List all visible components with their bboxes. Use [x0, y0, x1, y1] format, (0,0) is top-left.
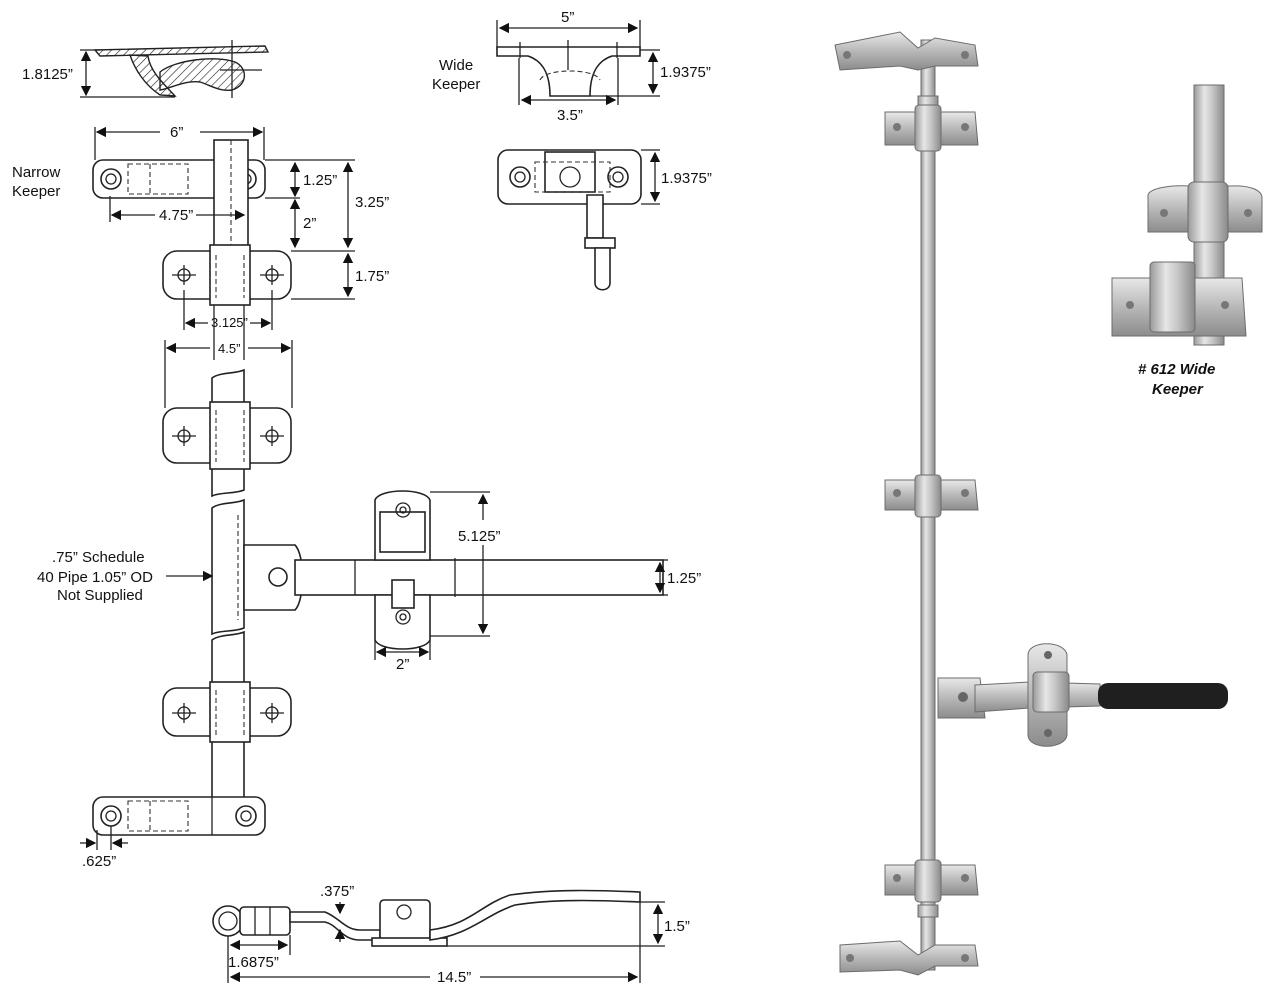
dim-narrow-width: 6”	[170, 124, 183, 141]
pipe-note-line3: Not Supplied	[57, 587, 143, 604]
cam-profile-drawing: 1.8125”	[22, 40, 270, 98]
dim-side-rise: 1.5”	[664, 918, 690, 935]
narrow-keeper-label-line1: Narrow	[12, 164, 61, 181]
photo-caption-line1: # 612 Wide	[1138, 361, 1215, 378]
dim-narrow-tab: 1.25”	[303, 172, 337, 189]
wide-keeper-label-line1: Wide	[439, 57, 473, 74]
dim-guide-width: 4.5”	[218, 341, 240, 356]
dim-handle-bracket-height: 5.125”	[458, 528, 501, 545]
upper-guide-drawing: 1.75” 3.125”	[162, 244, 389, 360]
wide-keeper-photo: # 612 Wide Keeper	[1111, 84, 1263, 398]
dim-narrow-holes: 4.75”	[159, 207, 193, 224]
middle-guide-drawing: 4.5”	[162, 340, 293, 498]
narrow-keeper-label-line2: Keeper	[12, 183, 60, 200]
handle-assembly-drawing: 5.125” 1.25” 2” .75” Schedule 40 Pipe 1.…	[37, 490, 701, 673]
dim-end-offset: .625”	[82, 853, 116, 870]
wide-keeper-label-line2: Keeper	[432, 76, 480, 93]
dim-narrow-total: 3.25”	[355, 194, 389, 211]
pipe-note-line2: 40 Pipe 1.05” OD	[37, 569, 153, 586]
wide-keeper-plan-drawing: 1.9375”	[497, 149, 712, 291]
dim-guide-holes: 3.125”	[211, 315, 248, 330]
dim-wide-base: 3.5”	[557, 107, 583, 124]
side-view-drawing: .375” 1.5” 1.6875” 14.5”	[212, 883, 690, 983]
lower-guide-drawing: .625”	[80, 630, 292, 870]
dim-handle-width: 1.25”	[667, 570, 701, 587]
dim-overall-length: 14.5”	[437, 969, 471, 983]
dim-profile-height: 1.8125”	[22, 66, 73, 83]
pipe-note-line1: .75” Schedule	[52, 549, 145, 566]
dim-guide-height: 1.75”	[355, 268, 389, 285]
dim-side-offset: .375”	[320, 883, 354, 900]
dim-handle-bracket-width: 2”	[396, 656, 409, 673]
dim-wide-height: 1.9375”	[660, 64, 711, 81]
narrow-keeper-drawing: Narrow Keeper 6” 4.75” 1.25” 2” 3.25”	[12, 124, 389, 253]
dim-wide-plan-height: 1.9375”	[661, 170, 712, 187]
dim-wide-width: 5”	[561, 9, 574, 26]
lock-assembly-photo	[834, 31, 1228, 976]
dim-side-pivot: 1.6875”	[228, 954, 279, 971]
dim-narrow-offset: 2”	[303, 215, 316, 232]
wide-keeper-drawing: Wide Keeper 5” 1.9375” 3.5”	[432, 9, 711, 124]
photo-caption-line2: Keeper	[1152, 381, 1204, 398]
